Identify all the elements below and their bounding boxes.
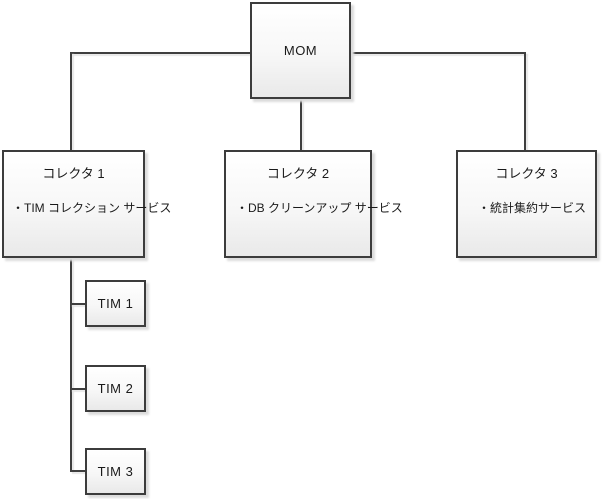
node-collector-1-title: コレクタ 1 <box>42 166 105 181</box>
connector-tim3-stub <box>70 470 86 472</box>
node-collector-3-service: ・統計集約サービス <box>478 201 587 215</box>
node-collector-3-title: コレクタ 3 <box>495 166 558 181</box>
node-collector-2: コレクタ 2 ・DB クリーンアップ サービス <box>224 150 403 258</box>
node-collector-2-title: コレクタ 2 <box>266 166 330 181</box>
connector-mom-collector2-vertical <box>300 98 302 151</box>
node-tim-2-label: TIM 2 <box>97 381 134 396</box>
node-tim-1: TIM 1 <box>85 280 146 327</box>
node-tim-3: TIM 3 <box>85 448 146 495</box>
node-collector-1-service: ・TIM コレクション サービス <box>12 201 172 215</box>
connector-collector1-tim-trunk <box>70 258 72 471</box>
node-mom-label: MOM <box>283 43 318 58</box>
connector-tim1-stub <box>70 303 86 305</box>
node-tim-1-label: TIM 1 <box>97 296 134 311</box>
node-collector-1: コレクタ 1 ・TIM コレクション サービス <box>2 150 172 258</box>
connector-collector1-vertical <box>70 52 72 151</box>
node-mom: MOM <box>250 2 351 99</box>
node-collector-3: コレクタ 3 ・統計集約サービス <box>456 150 597 258</box>
connector-mom-collector3-horizontal <box>351 52 526 54</box>
node-collector-2-service: ・DB クリーンアップ サービス <box>236 201 403 215</box>
connector-collector3-vertical <box>524 52 526 151</box>
connector-mom-collector1-horizontal <box>70 52 251 54</box>
node-tim-3-label: TIM 3 <box>97 464 134 479</box>
node-tim-2: TIM 2 <box>85 365 146 412</box>
connector-tim2-stub <box>70 388 86 390</box>
